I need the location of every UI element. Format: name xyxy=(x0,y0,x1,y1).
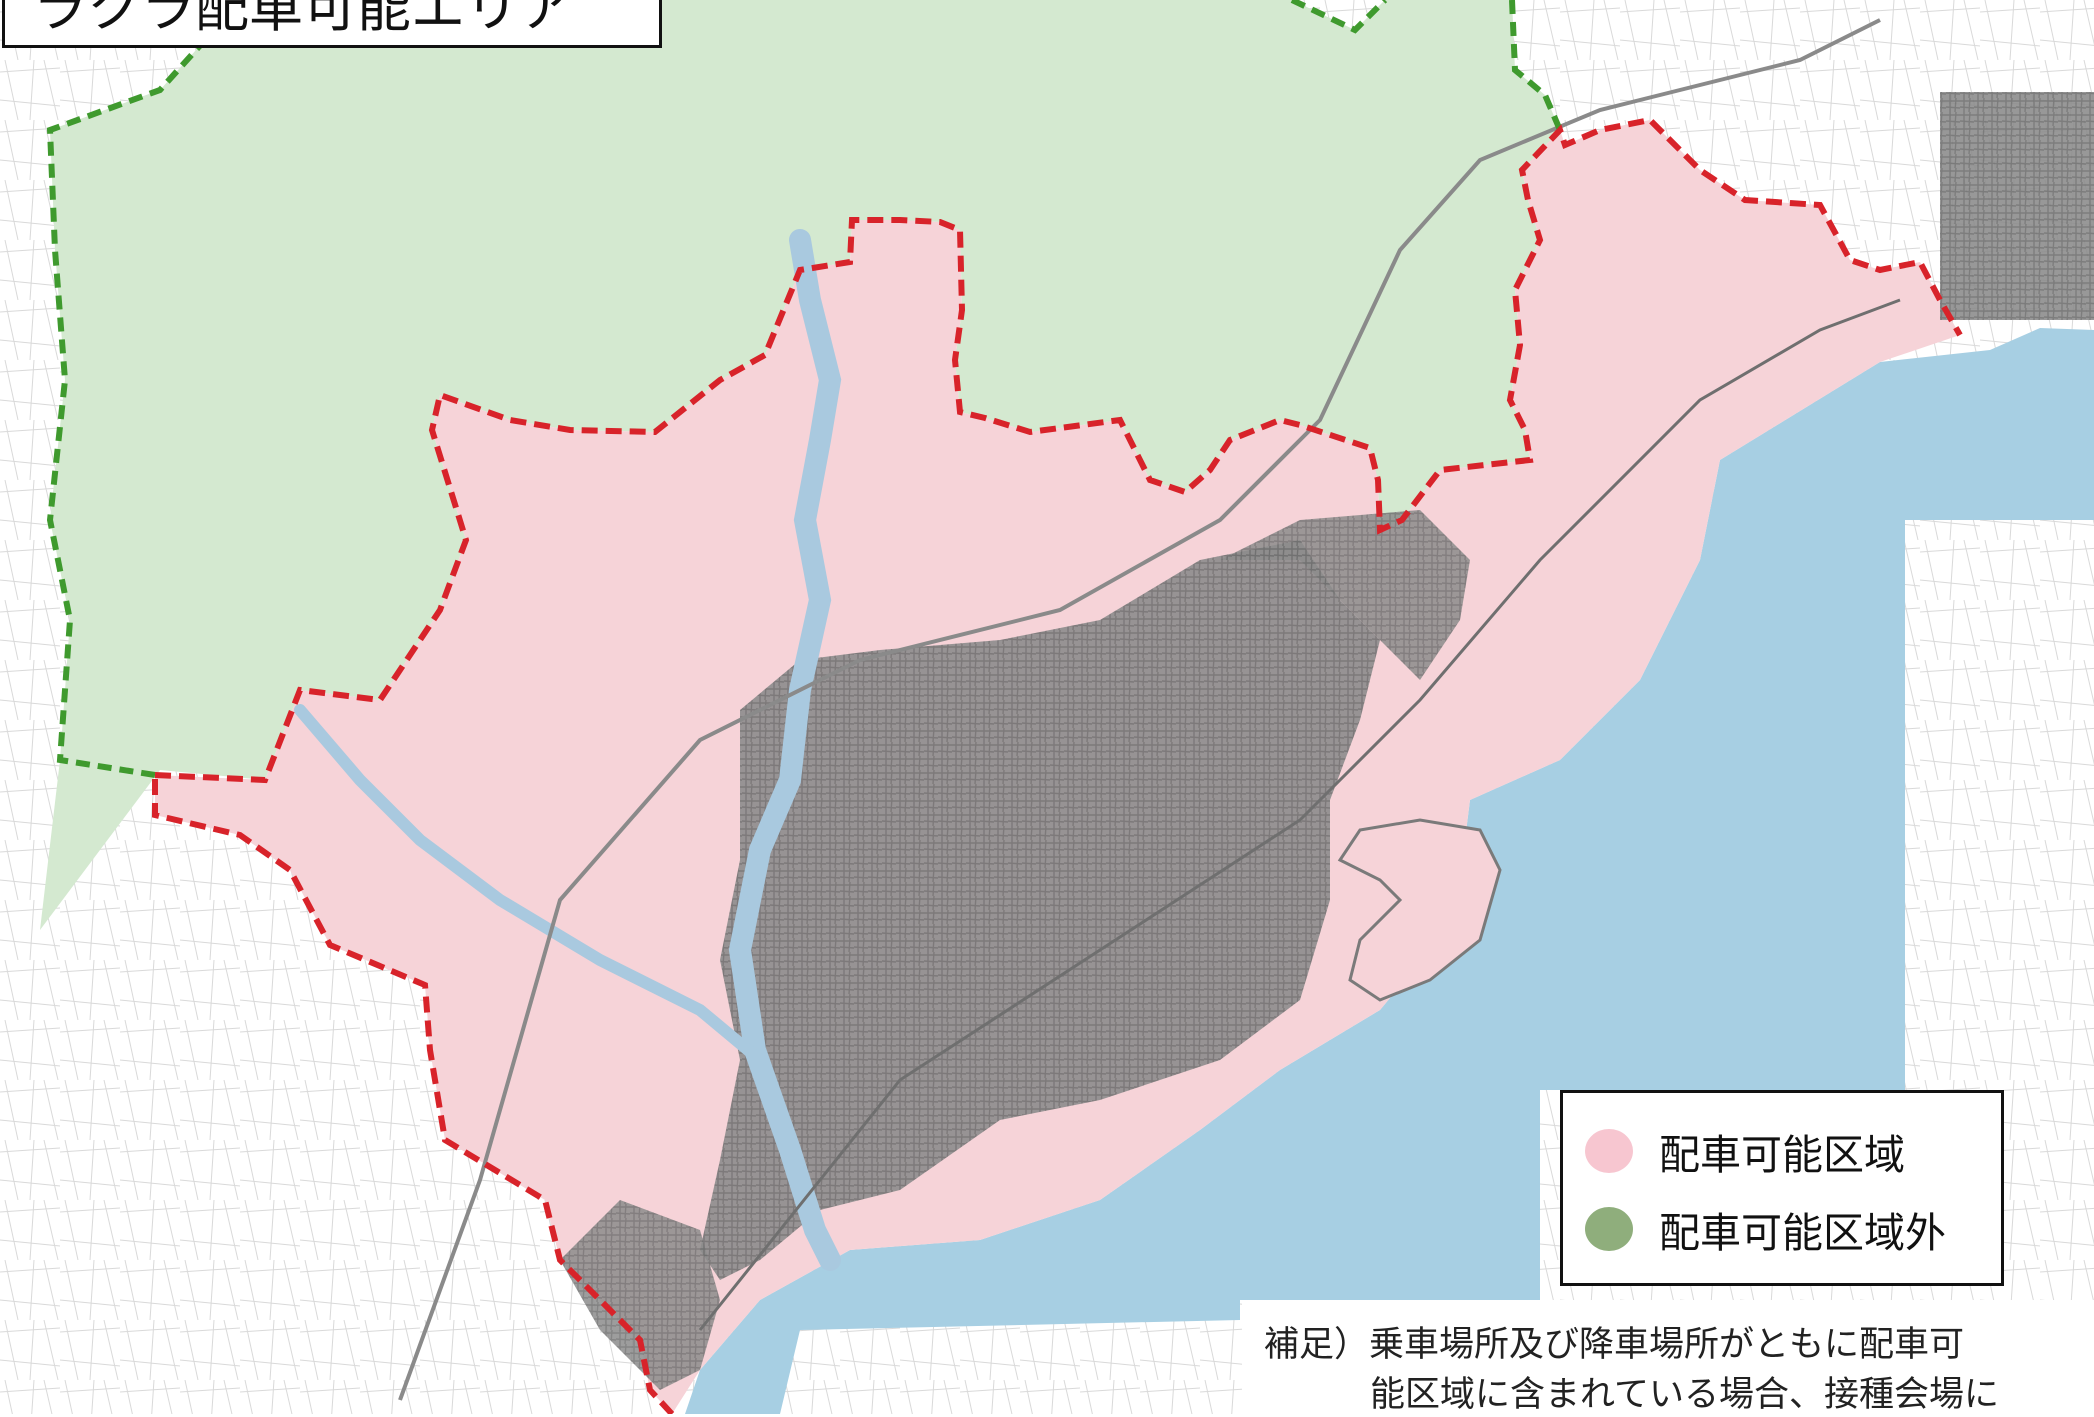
note-line-2: 能区域に含まれている場合、接種会場に xyxy=(1370,1375,1999,1415)
legend-label-inside: 配車可能区域 xyxy=(1659,1131,1905,1179)
main-river xyxy=(728,229,842,1271)
inside-area-border xyxy=(152,116,1963,1414)
legend-label-outside: 配車可能区域外 xyxy=(1659,1209,1946,1257)
map-title: ラクラ配車可能エリア xyxy=(2,0,662,48)
urban-south-west xyxy=(560,1200,720,1390)
legend-swatch-inside xyxy=(1585,1129,1633,1173)
urban-core xyxy=(700,540,1380,1280)
east-city-block xyxy=(1940,92,2094,320)
port-peninsula xyxy=(1337,818,1502,1002)
expressway xyxy=(398,18,1881,1401)
legend-swatch-outside xyxy=(1585,1207,1633,1251)
outside-area-region xyxy=(40,0,1560,930)
sea-area xyxy=(685,328,2094,1414)
urban-north xyxy=(1220,510,1470,680)
note-background xyxy=(1242,1300,2094,1414)
legend-item-inside: 配車可能区域 xyxy=(1585,1121,1905,1181)
note-line-1: 補足）乗車場所及び降車場所がともに配車可 xyxy=(1264,1325,1965,1365)
legend-item-outside: 配車可能区域外 xyxy=(1585,1199,1946,1259)
outside-area-border xyxy=(46,0,1563,778)
west-river xyxy=(294,704,766,1066)
legend: 配車可能区域 配車可能区域外 xyxy=(1560,1090,2004,1286)
railway xyxy=(698,298,1901,1331)
